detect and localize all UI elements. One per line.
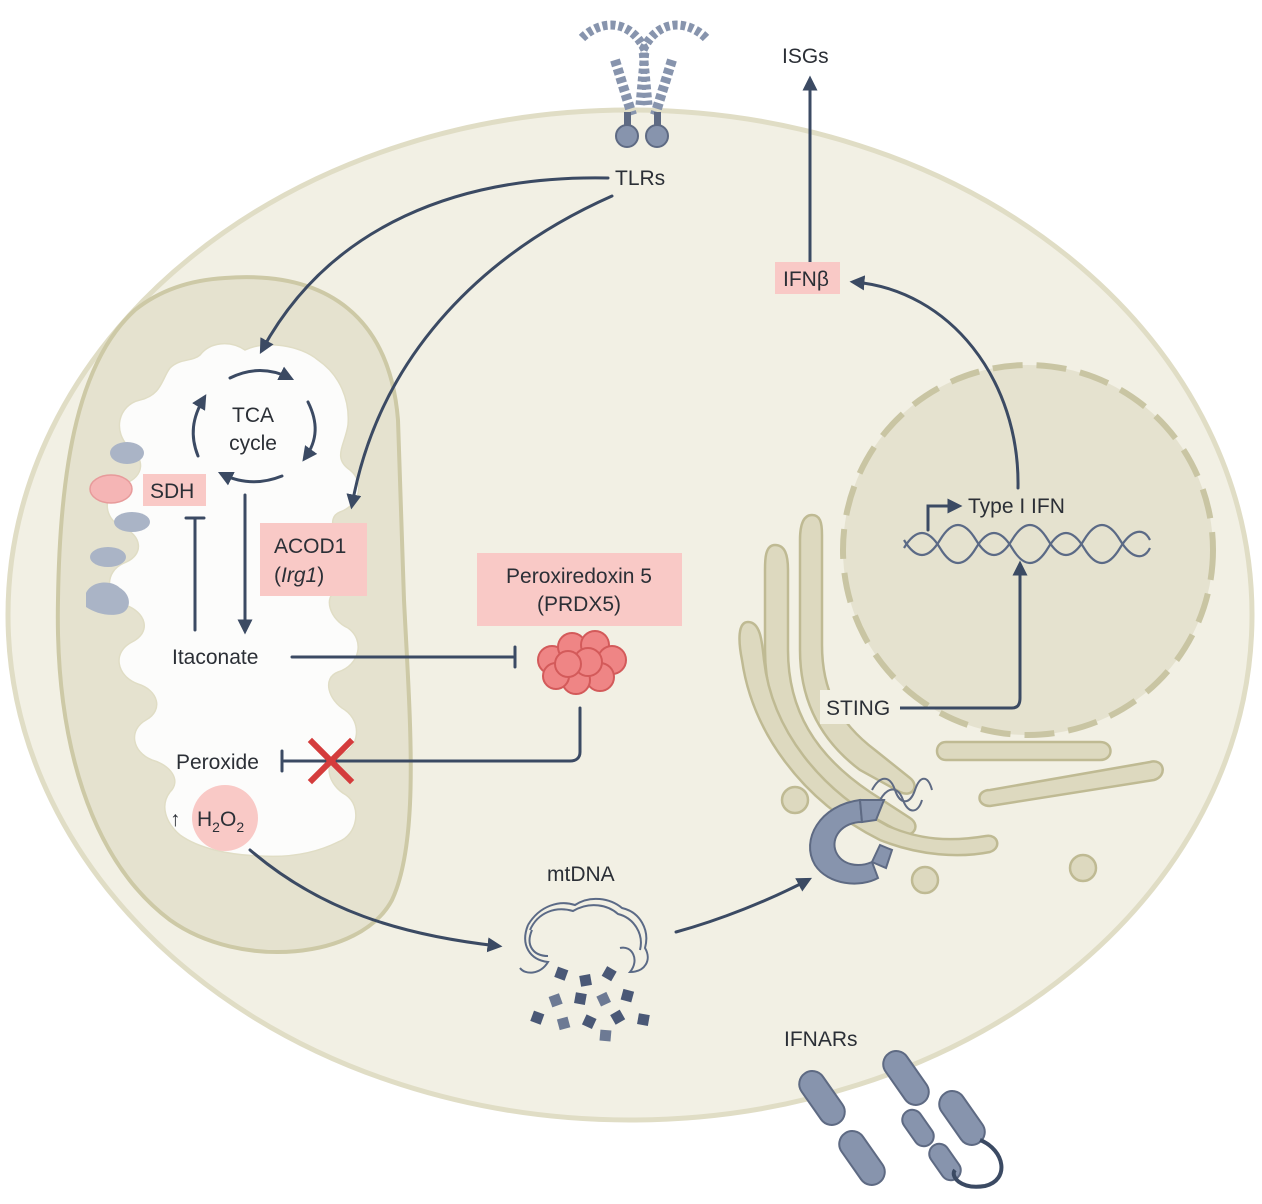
nucleus — [840, 362, 1216, 738]
h2o2-label: H2O2 — [197, 808, 244, 835]
h2o2-h: H — [197, 808, 212, 831]
peroxide-label: Peroxide — [176, 751, 259, 774]
sdh-subunit — [114, 512, 150, 532]
mtdna-fragments — [530, 966, 650, 1042]
sdh-label-box — [143, 474, 206, 506]
type1ifn-gene-helix — [903, 523, 1151, 565]
ifnb-label: IFNβ — [783, 268, 829, 291]
sdh-label: SDH — [150, 480, 194, 503]
arrow-sting-to-type1ifn — [898, 560, 1028, 710]
mtdna-strand — [519, 897, 649, 974]
arrow-type1ifn-to-ifnb — [849, 275, 1020, 490]
sdh-subunit — [110, 442, 144, 464]
acod1-gene-name: Irg1 — [281, 564, 317, 587]
arrow-h2o2-to-mtdna — [248, 848, 503, 953]
mitochondrion — [55, 275, 413, 954]
sdh-subunit — [90, 547, 126, 567]
transcription-start-arrow — [926, 498, 963, 532]
h2o2-bubble — [192, 785, 258, 851]
h2o2-o: O — [220, 808, 236, 831]
sting-protein — [809, 777, 933, 885]
sting-label-box — [820, 690, 900, 724]
prdx5-protein-cluster — [537, 630, 627, 695]
vesicle — [1068, 853, 1098, 883]
h2o2-sub2: 2 — [236, 819, 244, 835]
tca-label-line1: TCA — [232, 404, 274, 427]
acod1-label-line1: ACOD1 — [274, 535, 346, 558]
sdh-subunit — [86, 582, 129, 615]
sdh-subunit-highlighted — [89, 474, 133, 504]
prdx5-label-box — [477, 553, 682, 626]
ifnars-label: IFNARs — [784, 1028, 858, 1051]
prdx5-label-line1: Peroxiredoxin 5 — [506, 565, 652, 588]
acod1-label-box — [260, 523, 367, 596]
vesicle — [780, 785, 810, 815]
mtdna-label: mtDNA — [547, 863, 615, 886]
arrow-tlrs-to-acod1 — [346, 194, 614, 510]
acod1-label-line2: (Irg1) — [274, 564, 324, 587]
prdx5-label-line2: (PRDX5) — [537, 593, 621, 616]
acod1-paren-open: ( — [274, 564, 281, 587]
inhibit-prdx5-to-peroxide — [282, 706, 582, 763]
tlr-receptor — [578, 20, 710, 148]
arrow-mtdna-to-sting — [674, 877, 812, 934]
acod1-paren-close: ) — [317, 564, 324, 587]
pathway-arrows — [184, 75, 1028, 953]
ifnar-receptors — [798, 1050, 1004, 1189]
sting-label: STING — [826, 697, 890, 720]
arrow-tlrs-to-tca — [259, 176, 610, 354]
ifnb-label-box — [775, 262, 840, 294]
inhibition-blocked-cross-icon — [307, 737, 355, 785]
type1ifn-label: Type I IFN — [968, 495, 1065, 518]
itaconate-label: Itaconate — [172, 646, 258, 669]
h2o2-increase-arrow: ↑ — [170, 808, 181, 831]
vesicle — [910, 865, 940, 895]
tca-cycle-arrows — [191, 366, 318, 486]
isgs-label: ISGs — [782, 45, 829, 68]
h2o2-sub1: 2 — [212, 819, 220, 835]
tlrs-label: TLRs — [615, 167, 665, 190]
tca-label-line2: cycle — [229, 432, 277, 455]
